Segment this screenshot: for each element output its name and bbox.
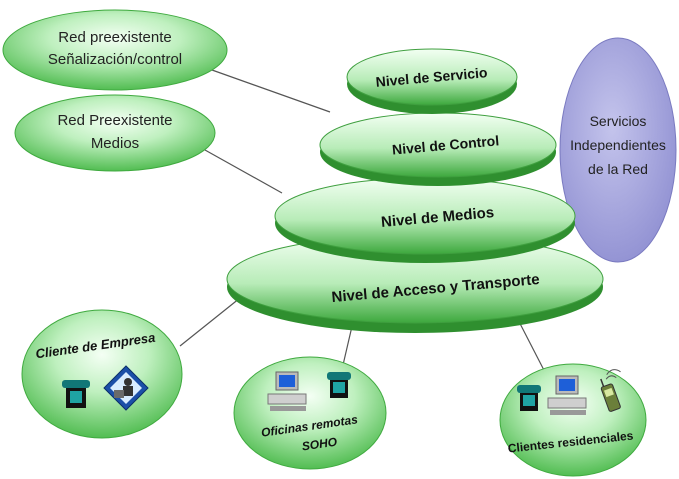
preexisting-media-network: Red Preexistente Medios: [14, 94, 216, 172]
signaling-network-line2: Señalización/control: [48, 51, 182, 68]
line-enterprise-to-access: [179, 297, 241, 347]
computer-icon: [267, 371, 307, 411]
client-residential: Clientes residenciales: [499, 363, 647, 477]
independent-services-node: Servicios Independientes de la Red: [559, 37, 677, 263]
client-enterprise: Cliente de Empresa: [21, 309, 183, 439]
media-network-line2: Medios: [91, 135, 139, 152]
phone-icon: [517, 385, 541, 411]
line-signaling-to-service: [211, 69, 331, 113]
preexisting-signaling-network: Red preexistente Señalización/control: [2, 9, 228, 91]
independent-services-line3: de la Red: [588, 161, 648, 177]
mobile-phone-icon: [600, 369, 621, 412]
layer-access-transport: Nivel de Acceso y Transporte: [226, 234, 604, 333]
computer-user-icon: [103, 365, 149, 411]
phone-icon: [327, 372, 351, 398]
line-media-to-media-level: [204, 149, 283, 194]
independent-services-line2: Independientes: [570, 137, 666, 153]
layer-media: Nivel de Medios: [274, 177, 576, 263]
computer-icon: [547, 375, 587, 415]
layer-control: Nivel de Control: [319, 112, 557, 186]
client-remote-offices: Oficinas remotas SOHO: [233, 356, 387, 470]
client-remote-offices-line2: SOHO: [301, 435, 339, 454]
signaling-network-line1: Red preexistente: [58, 29, 171, 46]
phone-icon: [62, 380, 90, 408]
media-network-line1: Red Preexistente: [57, 112, 172, 129]
layer-service: Nivel de Servicio: [346, 48, 518, 114]
connector-lines: [179, 69, 549, 379]
independent-services-line1: Servicios: [590, 113, 647, 129]
